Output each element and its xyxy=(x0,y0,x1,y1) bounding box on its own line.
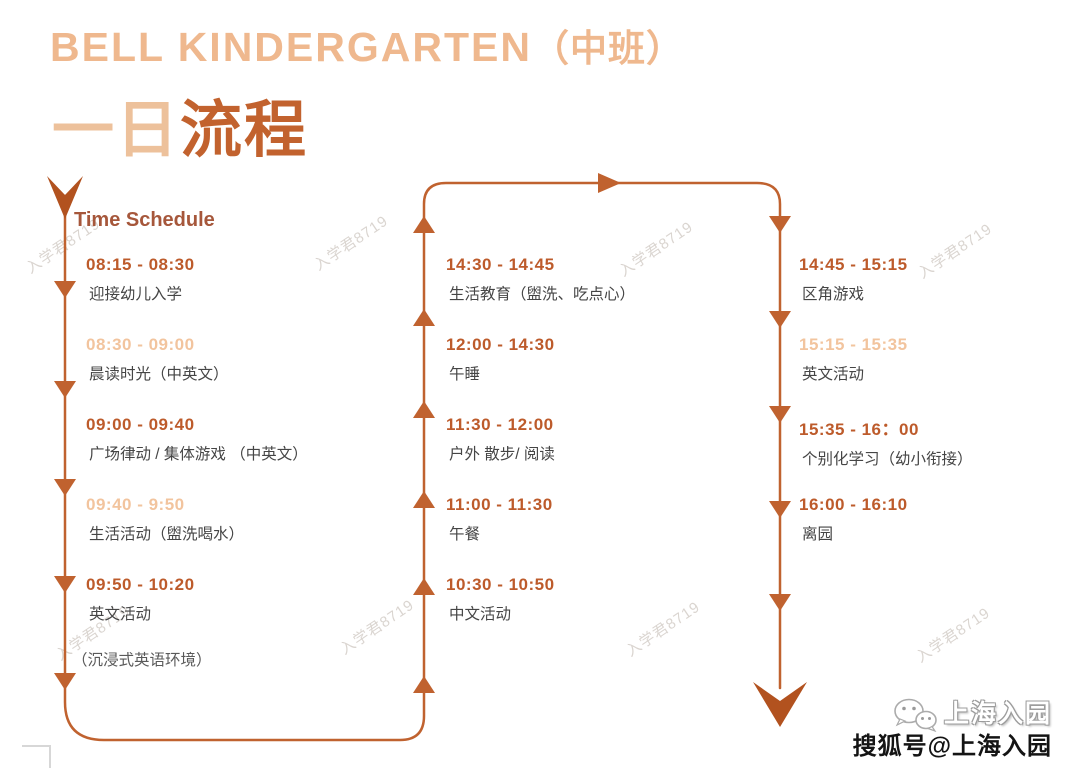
schedule-column-midday: 14:30 - 14:45 生活教育（盥洗、吃点心） 12:00 - 14:30… xyxy=(446,250,776,650)
arrow-up-icon xyxy=(413,676,435,693)
brand-title: BELL KINDERGARTEN（中班） xyxy=(50,18,684,72)
time-range: 08:15 - 08:30 xyxy=(86,255,195,274)
schedule-item: 11:30 - 12:00 户外 散步/ 阅读 xyxy=(446,410,776,490)
time-range: 08:30 - 09:00 xyxy=(86,335,195,354)
activity-label: 午餐 xyxy=(449,526,481,543)
time-range: 11:30 - 12:00 xyxy=(446,415,554,434)
schedule-item: 14:45 - 15:15 区角游戏 xyxy=(799,250,1080,330)
activity-label: 户外 散步/ 阅读 xyxy=(449,446,555,463)
time-range: 12:00 - 14:30 xyxy=(446,335,555,354)
activity-label: 生活活动（盥洗喝水） xyxy=(89,526,245,543)
arrow-down-icon xyxy=(769,311,791,328)
activity-label: 晨读时光（中英文） xyxy=(89,366,229,383)
schedule-item: 15:35 - 16：00 个别化学习（幼小衔接） xyxy=(799,410,1080,490)
schedule-item: 12:00 - 14:30 午睡 xyxy=(446,330,776,410)
schedule-item: 09:40 - 9:50 生活活动（盥洗喝水） xyxy=(86,490,416,570)
page-title-part1: 一日 xyxy=(52,96,181,165)
arrow-start-icon xyxy=(47,176,83,219)
time-range: 09:00 - 09:40 xyxy=(86,415,195,434)
arrow-right-icon xyxy=(598,173,621,193)
activity-label: 广场律动 / 集体游戏 （中英文） xyxy=(89,446,308,463)
arrow-down-icon xyxy=(54,479,76,496)
arrow-down-icon xyxy=(54,281,76,298)
brand-title-english: BELL KINDERGARTEN xyxy=(50,24,532,70)
footer-logo: 上海入园 搜狐号@上海入园 xyxy=(853,698,1052,760)
schedule-item: 16:00 - 16:10 离园 xyxy=(799,490,1080,570)
arrow-down-icon xyxy=(769,594,791,611)
activity-label: 离园 xyxy=(802,526,834,543)
time-range: 16:00 - 16:10 xyxy=(799,495,908,514)
time-range: 14:30 - 14:45 xyxy=(446,255,555,274)
time-range: 09:40 - 9:50 xyxy=(86,495,185,514)
page-title: 一日流程 xyxy=(52,98,308,163)
arrow-up-icon xyxy=(413,309,435,326)
schedule-item: 11:00 - 11:30 午餐 xyxy=(446,490,776,570)
activity-label: 午睡 xyxy=(449,366,481,383)
arrow-down-icon xyxy=(54,381,76,398)
time-range: 15:35 - 16：00 xyxy=(799,420,919,439)
schedule-item: 09:50 - 10:20 英文活动 xyxy=(86,570,416,650)
activity-label: 个别化学习（幼小衔接） xyxy=(802,451,973,468)
footer-sohu-text: 搜狐号@上海入园 xyxy=(852,732,1052,760)
arrow-up-icon xyxy=(413,401,435,418)
schedule-item: 15:15 - 15:35 英文活动 xyxy=(799,330,1080,410)
schedule-column-morning: 08:15 - 08:30 迎接幼儿入学 08:30 - 09:00 晨读时光（… xyxy=(86,250,416,650)
wechat-icon xyxy=(894,698,937,732)
arrow-down-icon xyxy=(54,673,76,690)
schedule-item: 08:15 - 08:30 迎接幼儿入学 xyxy=(86,250,416,330)
brand-title-class: （中班） xyxy=(531,28,684,69)
activity-label: 区角游戏 xyxy=(802,286,865,303)
schedule-column-afternoon: 14:45 - 15:15 区角游戏 15:15 - 15:35 英文活动 15… xyxy=(799,250,1080,570)
activity-label: 迎接幼儿入学 xyxy=(89,286,183,303)
activity-label: 生活教育（盥洗、吃点心） xyxy=(449,286,636,303)
arrow-up-icon xyxy=(413,578,435,595)
time-range: 15:15 - 15:35 xyxy=(799,335,908,354)
arrow-up-icon xyxy=(413,216,435,233)
footer-brand-row: 上海入园 xyxy=(853,698,1052,732)
page-subtitle: Time Schedule xyxy=(74,209,215,231)
activity-label: 中文活动 xyxy=(449,606,512,623)
time-range: 10:30 - 10:50 xyxy=(446,575,555,594)
arrow-down-icon xyxy=(769,501,791,518)
footer-brand-text: 上海入园 xyxy=(943,699,1052,728)
arrow-up-icon xyxy=(413,491,435,508)
activity-label: 英文活动 xyxy=(89,606,152,623)
schedule-item: 10:30 - 10:50 中文活动 xyxy=(446,570,776,650)
schedule-item: 14:30 - 14:45 生活教育（盥洗、吃点心） xyxy=(446,250,776,330)
arrow-down-icon xyxy=(769,406,791,423)
schedule-item: 08:30 - 09:00 晨读时光（中英文） xyxy=(86,330,416,410)
flow-line xyxy=(63,181,782,742)
time-range: 14:45 - 15:15 xyxy=(799,255,908,274)
schedule-item: 09:00 - 09:40 广场律动 / 集体游戏 （中英文） xyxy=(86,410,416,490)
arrow-down-icon xyxy=(769,216,791,233)
arrow-end-icon xyxy=(753,682,807,727)
time-range: 11:00 - 11:30 xyxy=(446,495,553,514)
time-range: 09:50 - 10:20 xyxy=(86,575,195,594)
arrow-down-icon xyxy=(54,576,76,593)
slide-corner-mark xyxy=(22,745,51,768)
activity-label: 英文活动 xyxy=(802,366,865,383)
page-title-part2: 流程 xyxy=(180,96,309,165)
immersion-note: （沉浸式英语环境） xyxy=(72,652,212,669)
